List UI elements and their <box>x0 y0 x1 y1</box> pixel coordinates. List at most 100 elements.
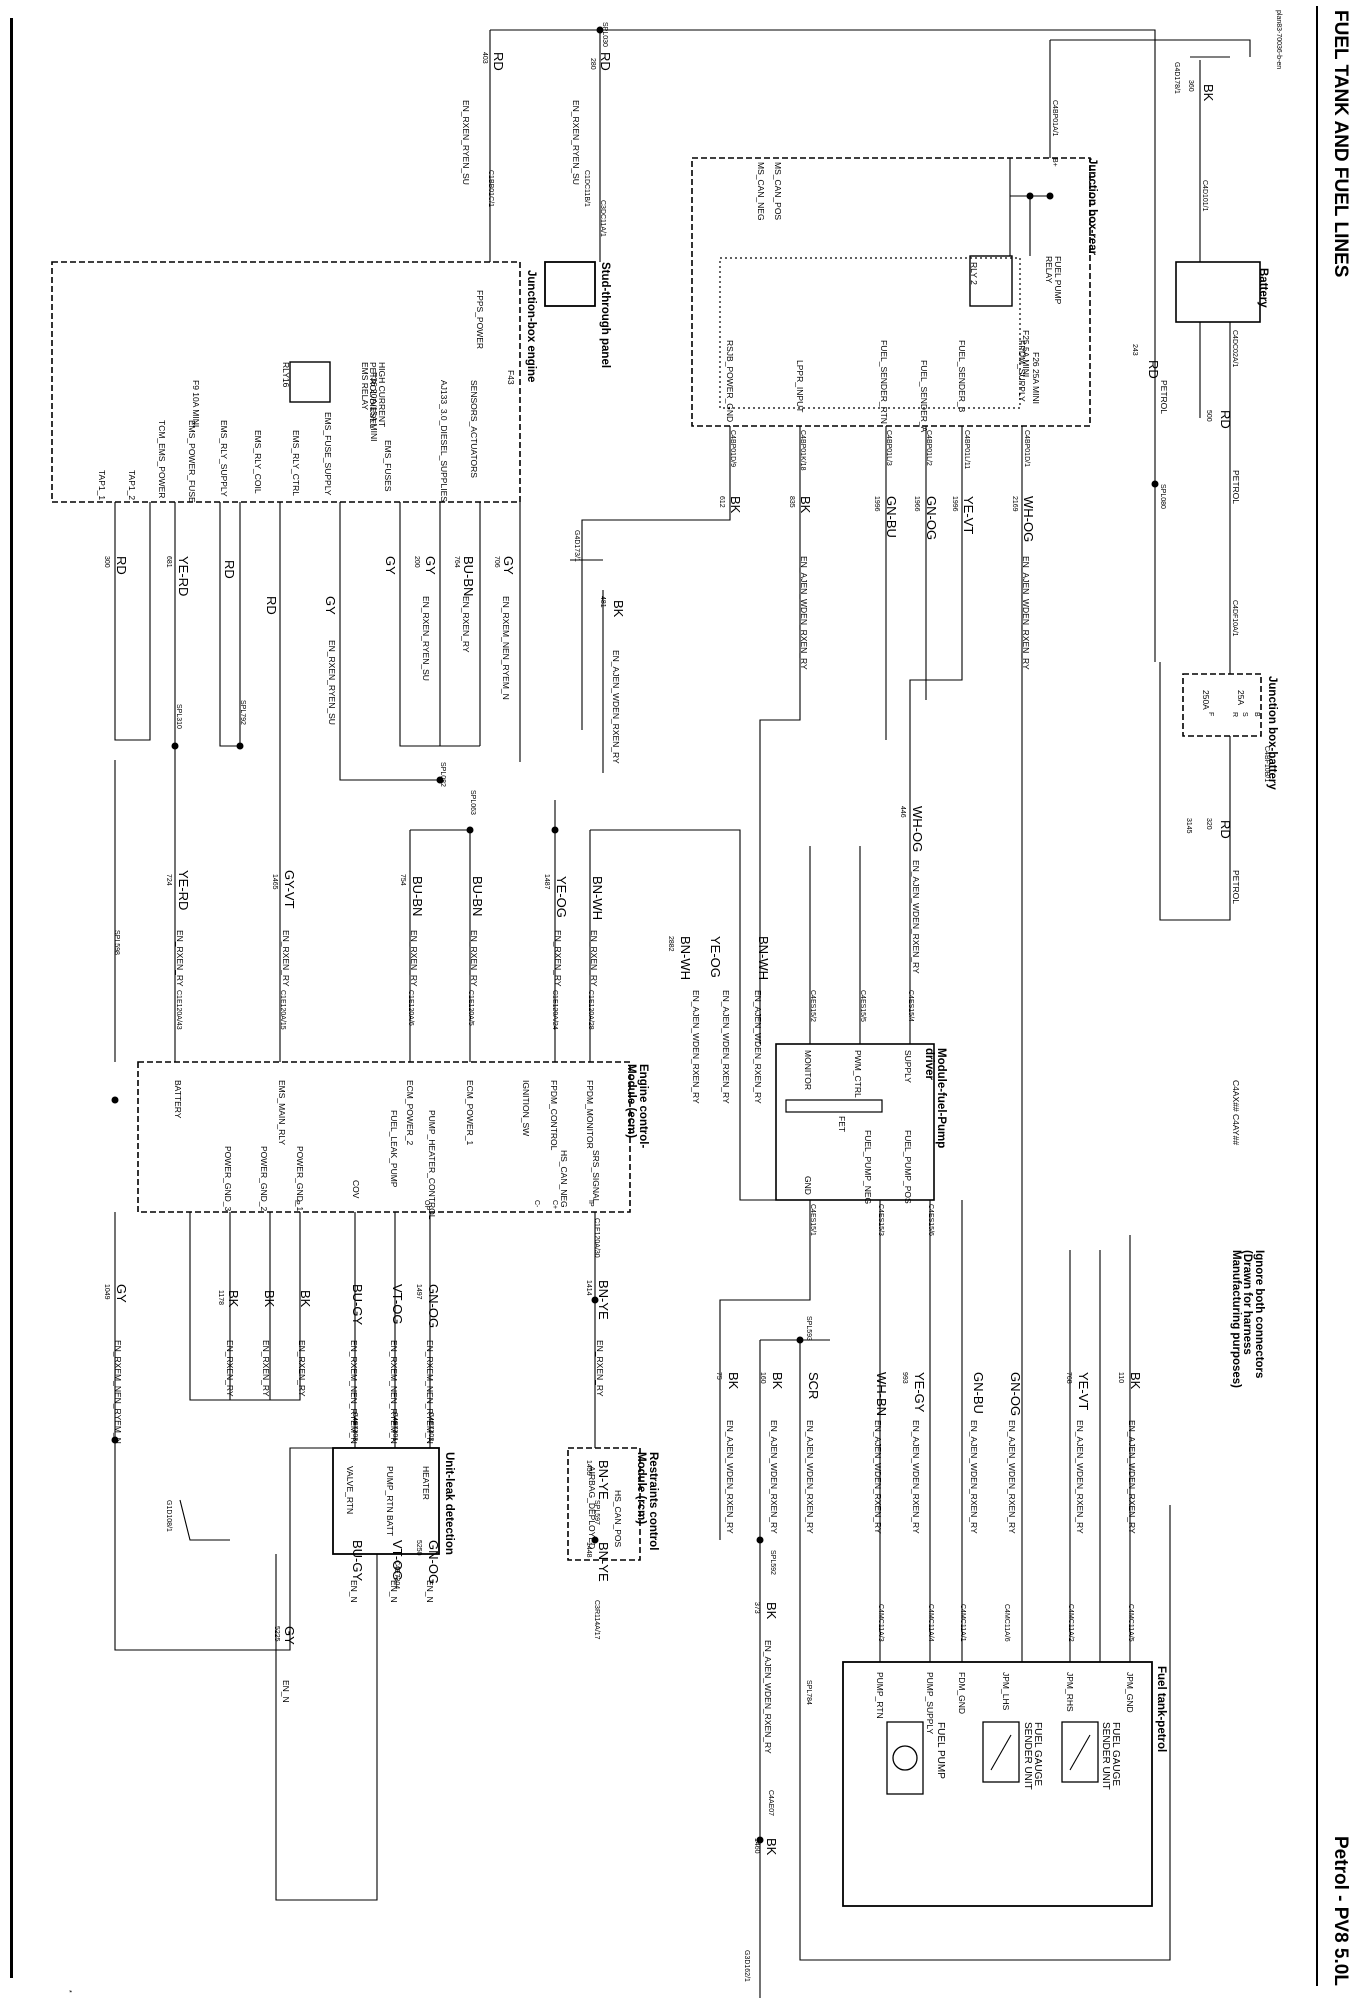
sig-petrol-3: PETROL <box>1231 870 1241 905</box>
rly16-label: RLY16 <box>281 362 291 388</box>
wire-bn-wh-upper: BN-WH <box>756 936 771 981</box>
harness-200: EN_RXEN_RYEN_SU <box>421 596 431 681</box>
conn-c3dc11: C3DC11A/1 <box>599 200 606 237</box>
circ-993: 993 <box>901 1372 908 1384</box>
wire-bn-ye-1448: BN-YE <box>596 1542 611 1582</box>
wire-wh-og-2169: WH-OG <box>1021 496 1036 543</box>
sig-ignition-sw: IGNITION_SW <box>521 1080 531 1137</box>
wire-gy-vt-1465: GY-VT <box>282 870 297 909</box>
wire-rd-200a: RD <box>264 596 279 615</box>
circ-1487: 1487 <box>543 874 550 890</box>
circ-1996a: 1996 <box>951 496 958 512</box>
circ-1455: 1455 <box>585 1460 592 1476</box>
circ-835: 835 <box>788 496 795 508</box>
wire-rd-243: RD <box>1146 360 1161 379</box>
wire-vt-og-1497: VT-OG <box>390 1284 405 1325</box>
conn-c4amc5: C4MC11A/5 <box>1127 1604 1134 1642</box>
jb-battery-box <box>1182 673 1262 737</box>
wire-bu-bn-764: BU-BN <box>461 556 476 597</box>
harness-706: EN_RXEM_NEN_RYEM_N <box>501 596 511 700</box>
sig-petrol-2: PETROL <box>1231 470 1241 505</box>
circ-681: 681 <box>165 556 172 568</box>
harness-1487a: EN_RXEN_RY <box>553 930 563 987</box>
harness-768a: EN_AJEN_WDEN_RXEN_RY <box>1075 1420 1085 1534</box>
conn-g4d173: G4D173/1 <box>573 530 580 562</box>
fuel-pump-relay-label: FUEL PUMP RELAY <box>1044 256 1064 305</box>
circ-764: 764 <box>453 556 460 568</box>
fuse-25a: 25A <box>1236 690 1246 706</box>
sig-cov: COV <box>351 1180 361 1199</box>
harness-1178b: EN_RXEN_RY <box>261 1340 271 1397</box>
battery-box <box>1175 261 1261 323</box>
circ-446: 446 <box>899 806 906 818</box>
conn-c1e120a6: C1E120A/6 <box>407 990 414 1026</box>
wire-scr-993: SCR <box>806 1372 821 1400</box>
circ-75: 75 <box>715 1372 722 1380</box>
leak-detection-box <box>332 1447 440 1555</box>
conn-spl063: SPL063 <box>469 790 476 815</box>
harness-5250a: EN_N <box>425 1580 435 1603</box>
fuse-f36: F36 20A/15A MINI <box>369 372 379 442</box>
conn-c4es155: C4ES15/5 <box>859 990 866 1022</box>
ecm-box <box>137 1061 631 1213</box>
fuse-250a: 250A <box>1201 690 1211 710</box>
circ-768: 768 <box>1065 1372 1072 1384</box>
sig-ems-rly-ctrl: EMS_RLY_CTRL <box>291 430 301 496</box>
wire-gy-200a: GY <box>423 556 438 575</box>
circ-5250: 5250 <box>415 1540 422 1556</box>
circ-3145: 3145 <box>1185 818 1192 834</box>
sig-ecm-power-2: ECM_POWER_2 <box>405 1080 415 1146</box>
conn-c1bp01d1: C4BP01D/1 <box>1023 430 1030 467</box>
harness-1465: EN_RXEN_RY <box>281 930 291 987</box>
pin-p-ecm: P <box>293 1200 300 1205</box>
wire-bk-835: BK <box>798 496 813 514</box>
gauge-sender-2-label: FUEL GAUGE SENDER UNIT <box>1022 1722 1043 1790</box>
sig-srs-signal: SRS_SIGNAL <box>591 1150 601 1204</box>
circ-1049: 1049 <box>103 1284 110 1300</box>
wire-gy-706: GY <box>501 556 516 575</box>
conn-c1bp01l3: C4BP01L/3 <box>885 430 892 466</box>
conn-c4es156: C4ES15/6 <box>927 1204 934 1236</box>
harness-5250c: EN_N <box>349 1580 359 1603</box>
wire-bu-bn-754a: BU-BN <box>410 876 425 917</box>
sig-fdm-gnd: FDM_GND <box>957 1672 967 1715</box>
sig-hs-can-neg: HS_CAN_NEG <box>559 1150 569 1208</box>
pin-ip-ecm: IP <box>587 1200 594 1207</box>
wire-bk-battery: BK <box>1201 84 1216 102</box>
harness-446: EN_AJEN_WDEN_RXEN_RY <box>911 860 921 974</box>
fuse-f43: F43 <box>506 370 516 385</box>
conn-c4es153: C4ES15/3 <box>877 1204 884 1236</box>
conn-spl784: SPL784 <box>805 1680 812 1705</box>
gauge-sender-1-label: FUEL GAUGE SENDER UNIT <box>1100 1722 1121 1790</box>
conn-spl310: SPL310 <box>175 704 182 729</box>
harness-481: EN_AJEN_WDEN_RXEN_RY <box>611 650 621 764</box>
sig-fuel-sender-b: FUEL_SENDER_B <box>957 340 967 413</box>
pin-cneg-ecm: C- <box>533 1200 540 1208</box>
harness-75: EN_AJEN_WDEN_RXEN_RY <box>725 1420 735 1534</box>
wire-bk-160: BK <box>770 1372 785 1390</box>
sig-tap2: TAP1_2 <box>127 470 137 501</box>
harness-1487b: EN_RXEN_RY <box>589 930 599 987</box>
sig-lppr-input: LPPR_INPUT <box>795 360 805 413</box>
circ-1414: 1414 <box>585 1280 592 1296</box>
sig-heater: HEATER <box>421 1466 431 1500</box>
leak-detection-label: Unit-leak detection <box>443 1452 455 1555</box>
sig-power-gnd-3: POWER_GND_3 <box>223 1146 233 1212</box>
conn-g3d162: G3D162/1 <box>743 1950 750 1982</box>
jb-rear-label: Junction box-rear <box>1086 158 1098 256</box>
harness-pump-b: EN_AJEN_WDEN_RXEN_RY <box>721 990 731 1104</box>
sig-rsjb-power-gnd: RSJB_POWER_GND <box>725 340 735 423</box>
sig-ms-can-pos: MS_CAN_POS <box>773 162 783 221</box>
jb-rear-box <box>691 157 1091 427</box>
wire-gn-og-1497a: GN-OG <box>426 1284 441 1329</box>
wire-bn-wh-2882: BN-WH <box>678 936 693 981</box>
sig-hs-can-pos: HS_CAN_POS <box>613 1490 623 1548</box>
wire-gy-5225: GY <box>282 1626 297 1645</box>
harness-373: EN_AJEN_WDEN_RXEN_RY <box>763 1640 773 1754</box>
conn-g1d108: G1D108/1 <box>165 1500 172 1532</box>
conn-c4e7302: C4E7302 <box>427 1412 434 1442</box>
sig-fpdm-supply: FPDM_SUPPLY <box>1017 340 1027 402</box>
harness-754b: EN_RXEN_RY <box>469 930 479 987</box>
sig-ems-power-fuse: EMS_POWER_FUSE <box>187 420 197 503</box>
